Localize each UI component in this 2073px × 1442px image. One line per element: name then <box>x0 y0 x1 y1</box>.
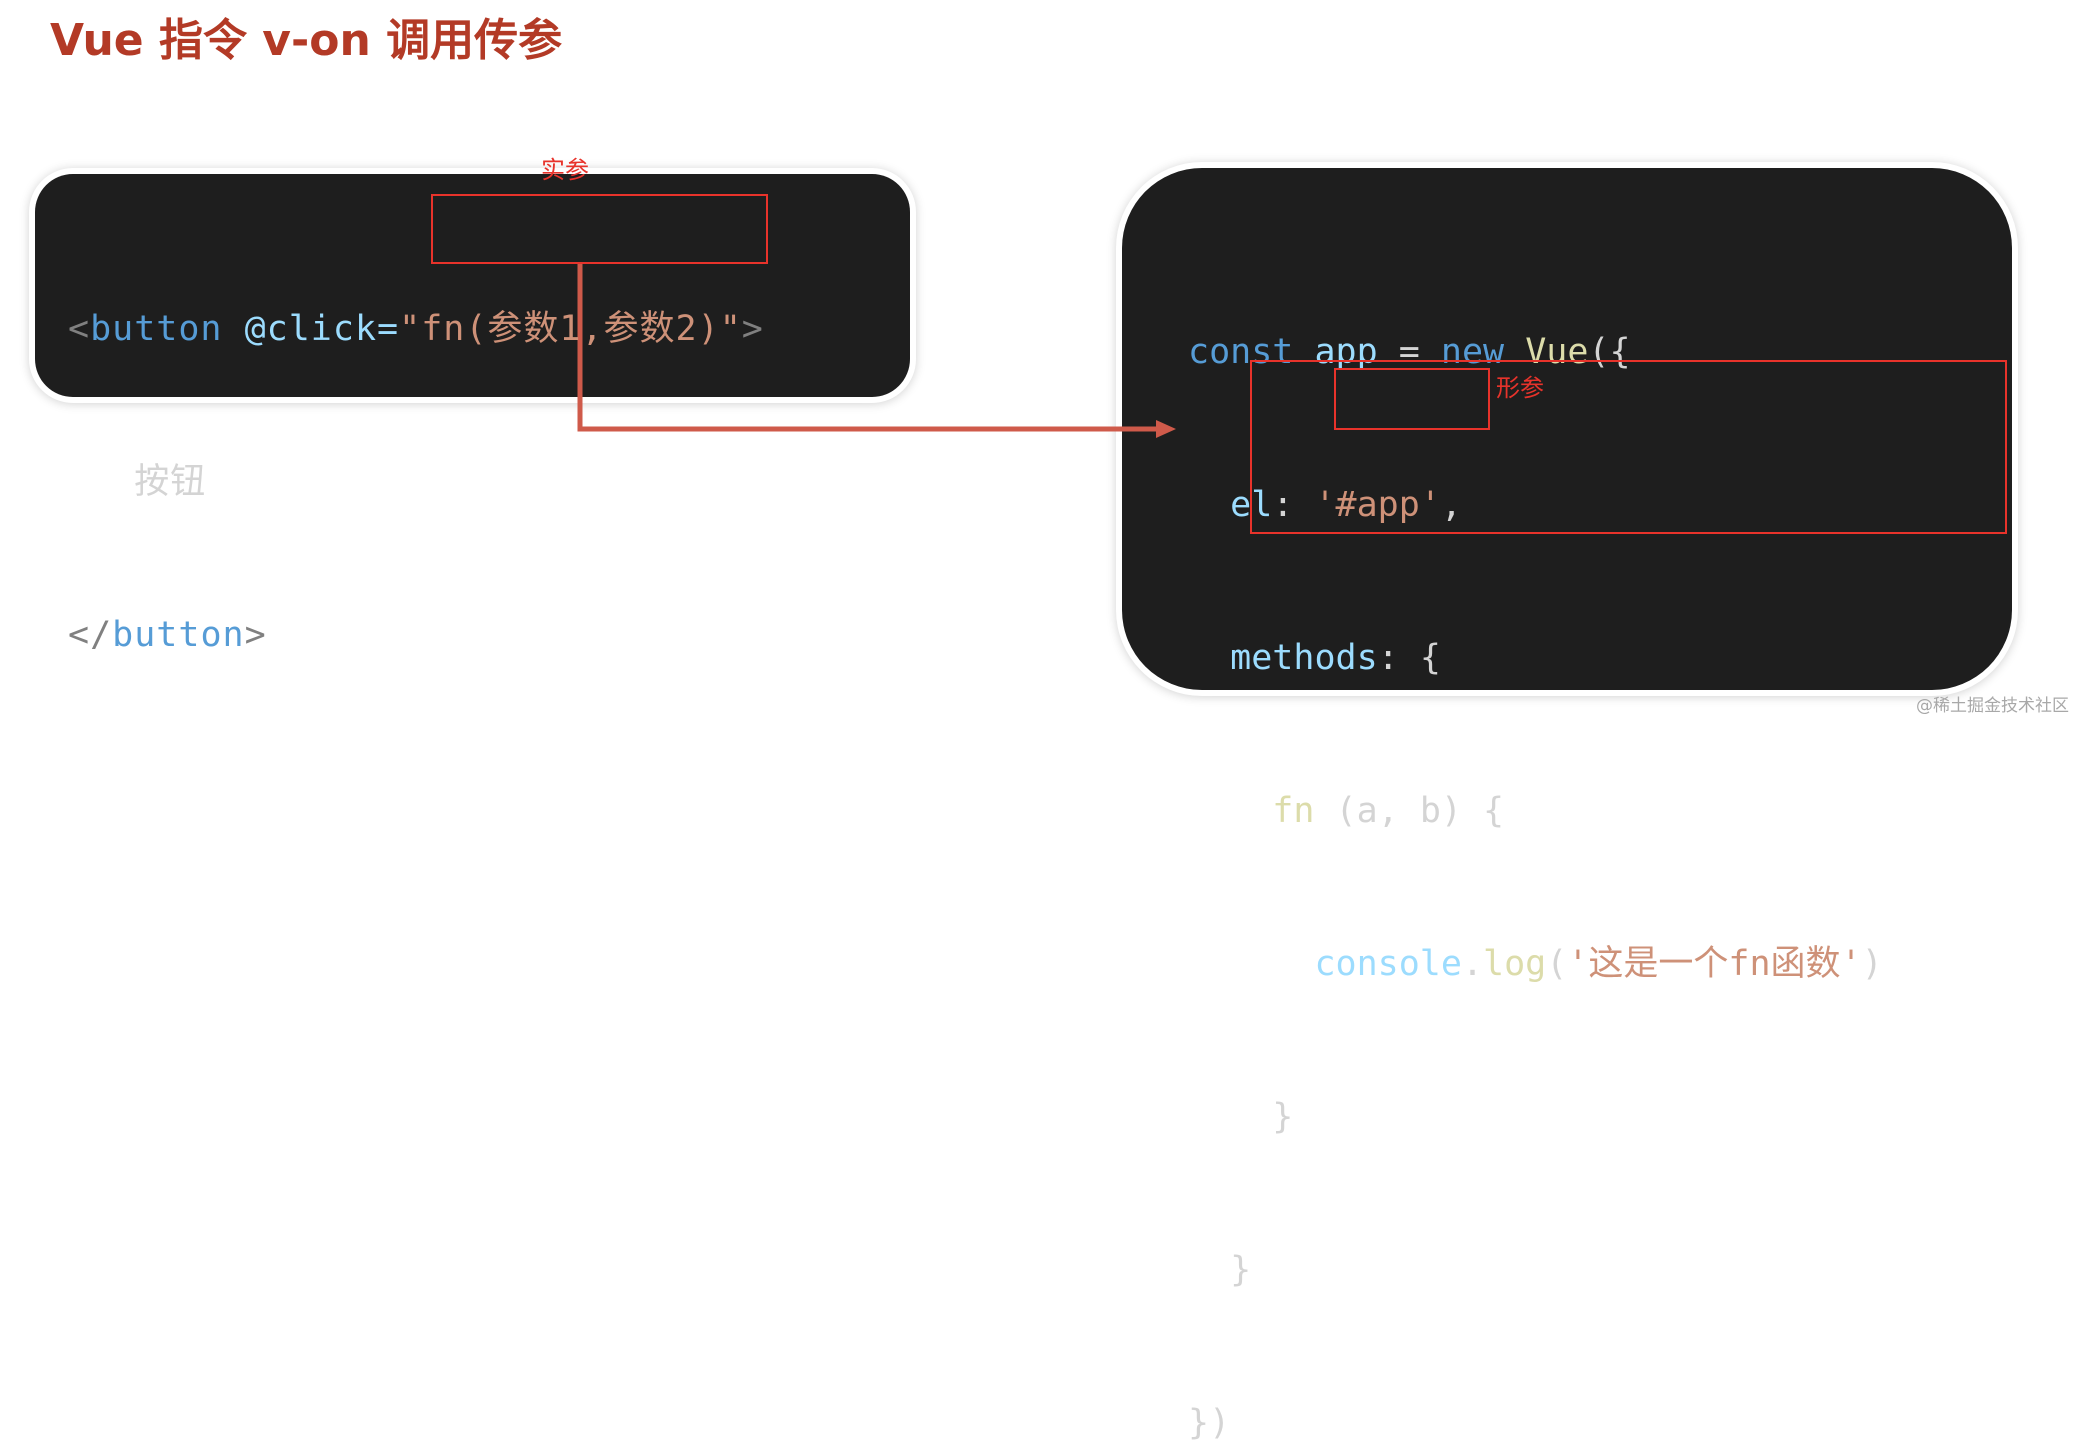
method-open-brace: { <box>1483 791 1505 831</box>
closing-tag-open-bracket: </ <box>68 615 113 655</box>
keyword-const: const <box>1188 332 1294 372</box>
closing-tag-name-button: button <box>112 615 245 655</box>
button-text: 按钮 <box>134 462 207 502</box>
method-close-brace: } <box>1272 1097 1294 1137</box>
code-line-5: console.log('这是一个fn函数') <box>1188 939 1883 990</box>
property-el: el <box>1230 485 1273 525</box>
code-line-1: const app = new Vue({ <box>1188 327 1883 378</box>
fn-call-with-args: fn(参数1,参数2) <box>421 309 720 349</box>
class-vue: Vue <box>1525 332 1589 372</box>
object-console: console <box>1314 944 1462 984</box>
variable-app: app <box>1314 332 1378 372</box>
attr-quote-open: " <box>399 309 422 349</box>
string-message: '这是一个fn函数' <box>1567 944 1862 984</box>
formal-params-label: 形参 <box>1496 374 1544 402</box>
methods-close-brace: } <box>1230 1250 1252 1290</box>
string-app-selector: '#app' <box>1314 485 1441 525</box>
colon: : <box>1272 485 1294 525</box>
instance-close: }) <box>1188 1403 1231 1442</box>
page-title: Vue 指令 v-on 调用传参 <box>50 15 563 66</box>
script-code-panel <box>1122 168 2012 690</box>
tag-open-bracket: < <box>68 309 91 349</box>
function-log: log <box>1483 944 1547 984</box>
dot: . <box>1461 944 1484 984</box>
code-line-1: <button @click="fn(参数1,参数2)"> <box>68 304 764 355</box>
watermark: @稀土掘金技术社区 <box>1916 696 2069 716</box>
code-line-3: methods: { <box>1188 633 1883 684</box>
method-name-fn: fn <box>1272 791 1315 831</box>
paren-open: ( <box>1546 944 1568 984</box>
code-line-4: fn (a, b) { <box>1188 786 1883 837</box>
button-template-code: <button @click="fn(参数1,参数2)"> 按钮 </butto… <box>68 202 764 712</box>
code-line-6: } <box>1188 1092 1883 1143</box>
code-line-3: </button> <box>68 610 764 661</box>
closing-tag-close-bracket: > <box>244 615 267 655</box>
code-line-2: el: '#app', <box>1188 480 1883 531</box>
code-line-7: } <box>1188 1245 1883 1296</box>
actual-args-label: 实参 <box>541 156 589 184</box>
code-line-2: 按钮 <box>68 457 764 508</box>
tag-name-button: button <box>90 309 223 349</box>
property-methods: methods <box>1230 638 1378 678</box>
operator-equals: = <box>1398 332 1420 372</box>
vue-instance-code: const app = new Vue({ el: '#app', method… <box>1188 225 1883 1442</box>
click-directive: @click= <box>244 309 400 349</box>
attr-quote-close: " <box>719 309 742 349</box>
tag-close-bracket: > <box>741 309 764 349</box>
code-space <box>223 309 245 349</box>
paren-close: ) <box>1861 944 1883 984</box>
formal-parameters: (a, b) <box>1335 791 1462 831</box>
colon-brace: : { <box>1377 638 1441 678</box>
keyword-new: new <box>1440 332 1505 372</box>
code-line-8: }) <box>1188 1398 1883 1442</box>
code-indent <box>68 462 134 502</box>
comma: , <box>1440 485 1462 525</box>
open-paren-brace: ({ <box>1588 332 1631 372</box>
